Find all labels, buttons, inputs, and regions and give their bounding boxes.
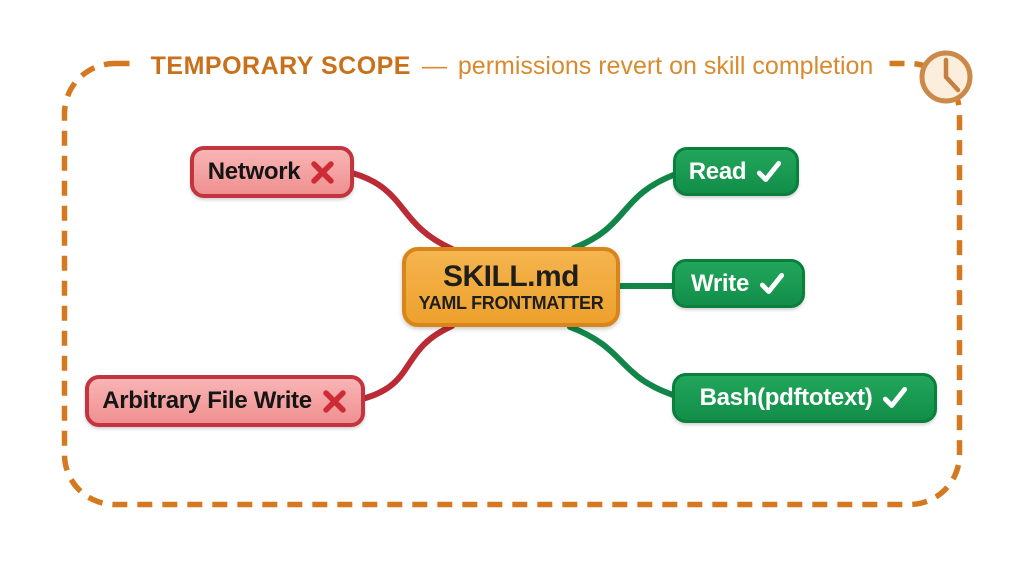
x-icon xyxy=(323,389,346,413)
connector-network xyxy=(349,170,455,252)
scope-title-subtitle: permissions revert on skill completion xyxy=(457,52,874,80)
allowed-node-bash-pdftotext: Bash(pdftotext) xyxy=(672,373,937,423)
allowed-node-label: Bash(pdftotext) xyxy=(699,384,873,411)
denied-node-arbitrary-file-write: Arbitrary File Write xyxy=(85,375,365,427)
center-node-subtitle: YAML FRONTMATTER xyxy=(418,292,604,313)
check-icon xyxy=(759,272,785,294)
center-node-title: SKILL.md xyxy=(443,259,580,293)
allowed-node-write: Write xyxy=(672,259,805,308)
denied-node-network: Network xyxy=(190,146,354,198)
denied-node-label: Arbitrary File Write xyxy=(102,387,312,414)
x-icon xyxy=(311,160,335,184)
scope-title-label: TEMPORARY SCOPE xyxy=(150,52,411,80)
allowed-node-label: Write xyxy=(690,269,750,297)
connector-bash xyxy=(567,324,679,399)
allowed-node-read: Read xyxy=(673,147,799,196)
scope-title: TEMPORARY SCOPE — permissions revert on … xyxy=(136,51,888,82)
connector-read xyxy=(571,171,679,251)
allowed-node-label: Read xyxy=(688,157,747,185)
scope-dashed-border xyxy=(61,60,963,508)
denied-node-label: Network xyxy=(207,158,301,185)
check-icon xyxy=(757,160,782,182)
scope-title-separator: — xyxy=(421,52,447,80)
clock-icon xyxy=(919,50,973,104)
center-node-skill-md: SKILL.md YAML FRONTMATTER xyxy=(402,247,620,327)
check-icon xyxy=(883,386,908,408)
connector-arbitrary-file-write xyxy=(359,323,455,402)
